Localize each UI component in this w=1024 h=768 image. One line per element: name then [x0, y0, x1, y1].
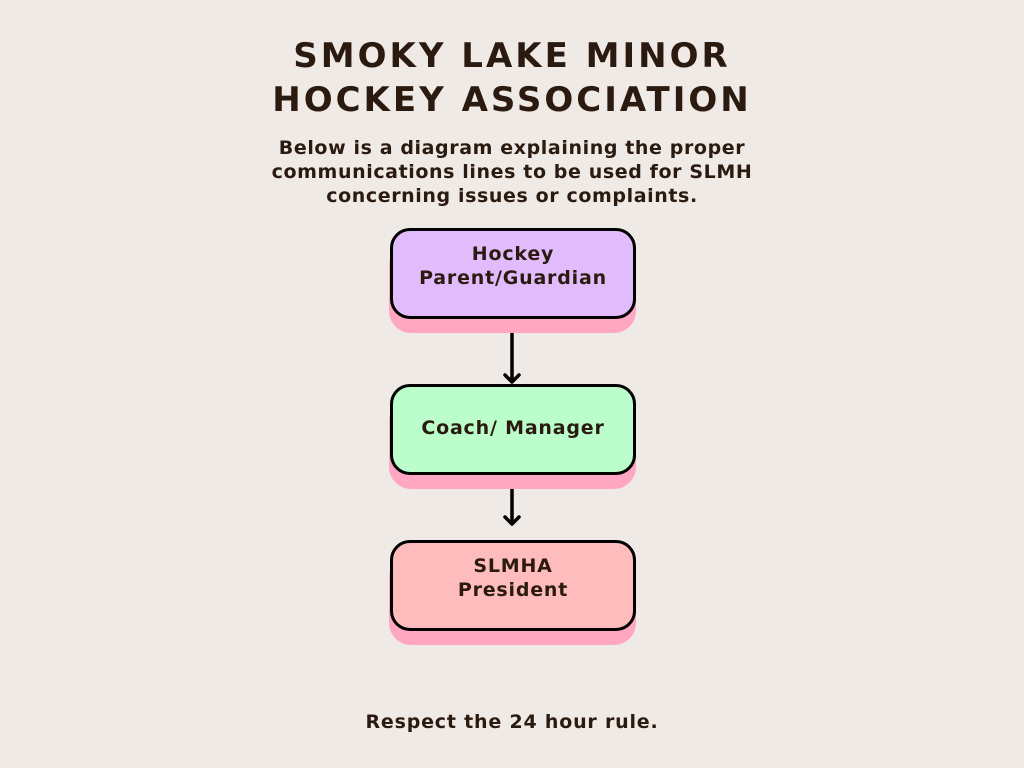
- description-line-3: concerning issues or complaints.: [326, 185, 698, 207]
- description-line-2: communications lines to be used for SLMH: [271, 161, 753, 183]
- footer-note: Respect the 24 hour rule.: [365, 711, 659, 733]
- page-title-line-2: HOCKEY ASSOCIATION: [272, 80, 752, 120]
- node-label-line: Parent/Guardian: [419, 266, 607, 289]
- description-line-1: Below is a diagram explaining the proper: [278, 137, 746, 159]
- node-label-line: SLMHA: [473, 554, 553, 577]
- node-label-line: Hockey: [471, 242, 555, 265]
- node-slmha-president: SLMHA President: [390, 540, 636, 631]
- arrow-down-icon: [503, 489, 521, 526]
- node-label-line: Coach/ Manager: [421, 416, 605, 439]
- description: Below is a diagram explaining the proper…: [212, 136, 812, 208]
- node-coach-manager: Coach/ Manager: [390, 384, 636, 475]
- node-label-line: President: [457, 578, 569, 601]
- node-hockey-parent-guardian: Hockey Parent/Guardian: [390, 228, 636, 319]
- page-title-line-1: SMOKY LAKE MINOR: [293, 36, 731, 76]
- arrow-down-icon: [503, 333, 521, 384]
